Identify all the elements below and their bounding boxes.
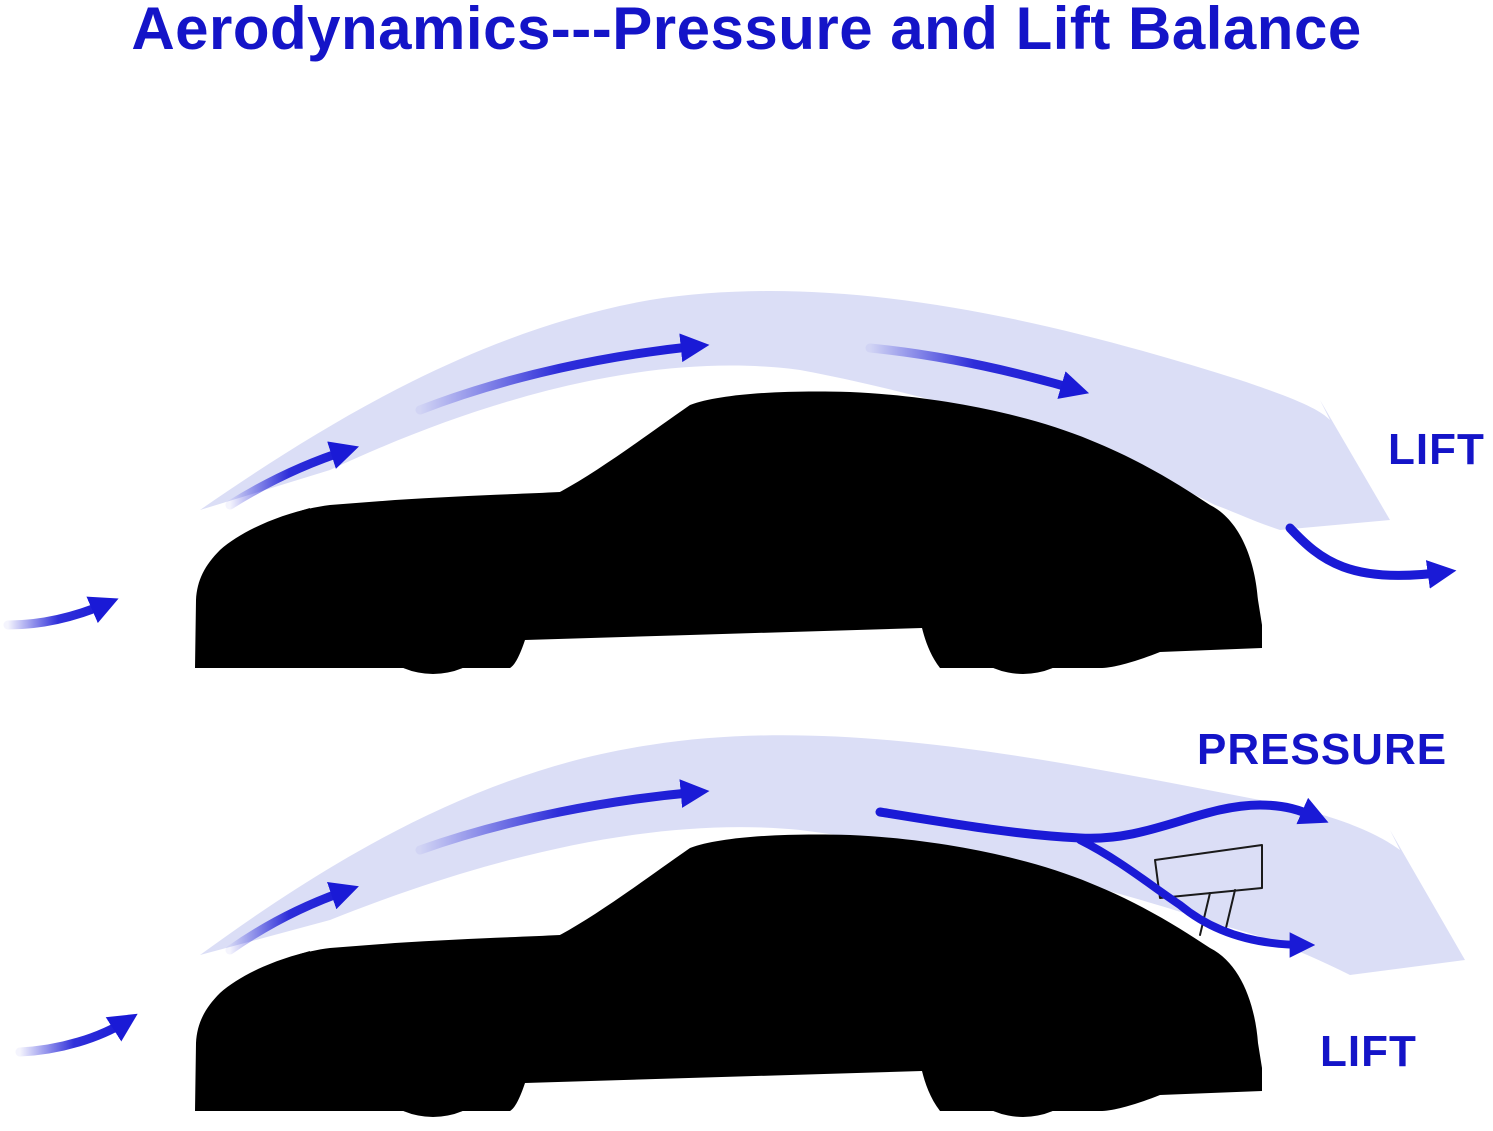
- top-arrow-roof-rear: [865, 343, 1090, 399]
- top-arrow-roof-front: [415, 333, 710, 415]
- bottom-arrow-roof-front: [415, 779, 710, 855]
- label-lift-bottom: LIFT: [1320, 1027, 1417, 1076]
- top-arrow-inflow: [3, 596, 119, 630]
- diagram-title: Aerodynamics---Pressure and Lift Balance: [131, 0, 1362, 62]
- top-panel: [3, 291, 1457, 674]
- top-airflow-band: [200, 291, 1390, 530]
- top-arrow-hood: [225, 441, 359, 510]
- bottom-panel: [15, 735, 1465, 1117]
- top-arrow-rear-lift: [1285, 523, 1457, 589]
- bottom-airflow-band: [200, 735, 1465, 975]
- bottom-arrow-hood: [225, 881, 359, 955]
- label-pressure: PRESSURE: [1197, 725, 1448, 774]
- bottom-arrow-inflow: [15, 1013, 138, 1057]
- label-lift-top: LIFT: [1388, 425, 1485, 474]
- bottom-arrow-under-wing: [1076, 836, 1316, 958]
- bottom-arrow-pressure: [875, 797, 1329, 843]
